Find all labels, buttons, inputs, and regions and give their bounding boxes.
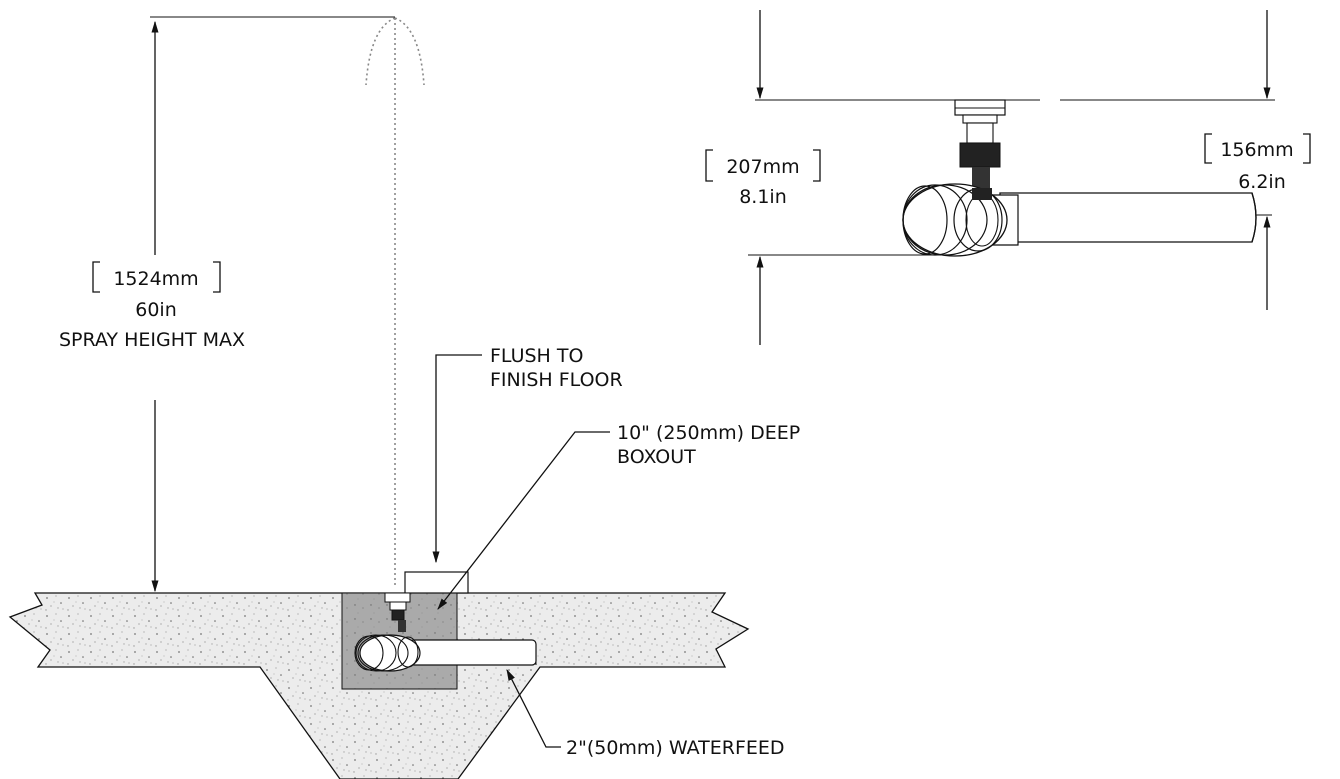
- spray-plume: [365, 17, 425, 588]
- height-207-mm-label: 207mm: [726, 156, 799, 178]
- spray-height-dimension: [150, 16, 395, 593]
- pipe-detail: [902, 183, 1257, 257]
- waterfeed-label: 2"(50mm) WATERFEED: [566, 737, 785, 759]
- detail-dimension-arrows: [756, 10, 1271, 345]
- boxout-label-line2: BOXOUT: [617, 446, 696, 468]
- pipe-section: [354, 634, 537, 672]
- height-207-in-label: 8.1in: [739, 186, 787, 208]
- spray-height-mm-label: 1524mm: [113, 268, 198, 290]
- spray-height-caption: SPRAY HEIGHT MAX: [59, 329, 245, 351]
- nozzle-detail: [954, 99, 1006, 189]
- spray-height-bracket: [92, 261, 221, 293]
- flush-leader: [432, 354, 482, 564]
- boxout-label-line1: 10" (250mm) DEEP: [617, 422, 800, 444]
- height-156-bracket: [1204, 133, 1311, 164]
- height-207-bracket: [705, 149, 821, 182]
- flush-label-line2: FINISH FLOOR: [490, 369, 623, 391]
- boxout-leader: [437, 431, 610, 610]
- flush-to-floor-marker: [404, 571, 469, 594]
- spray-height-in-label: 60in: [135, 299, 177, 321]
- waterfeed-leader: [506, 668, 561, 748]
- nozzle-section: [384, 592, 411, 632]
- height-156-mm-label: 156mm: [1220, 139, 1293, 161]
- flush-label-line1: FLUSH TO: [490, 345, 583, 367]
- height-156-in-label: 6.2in: [1238, 171, 1286, 193]
